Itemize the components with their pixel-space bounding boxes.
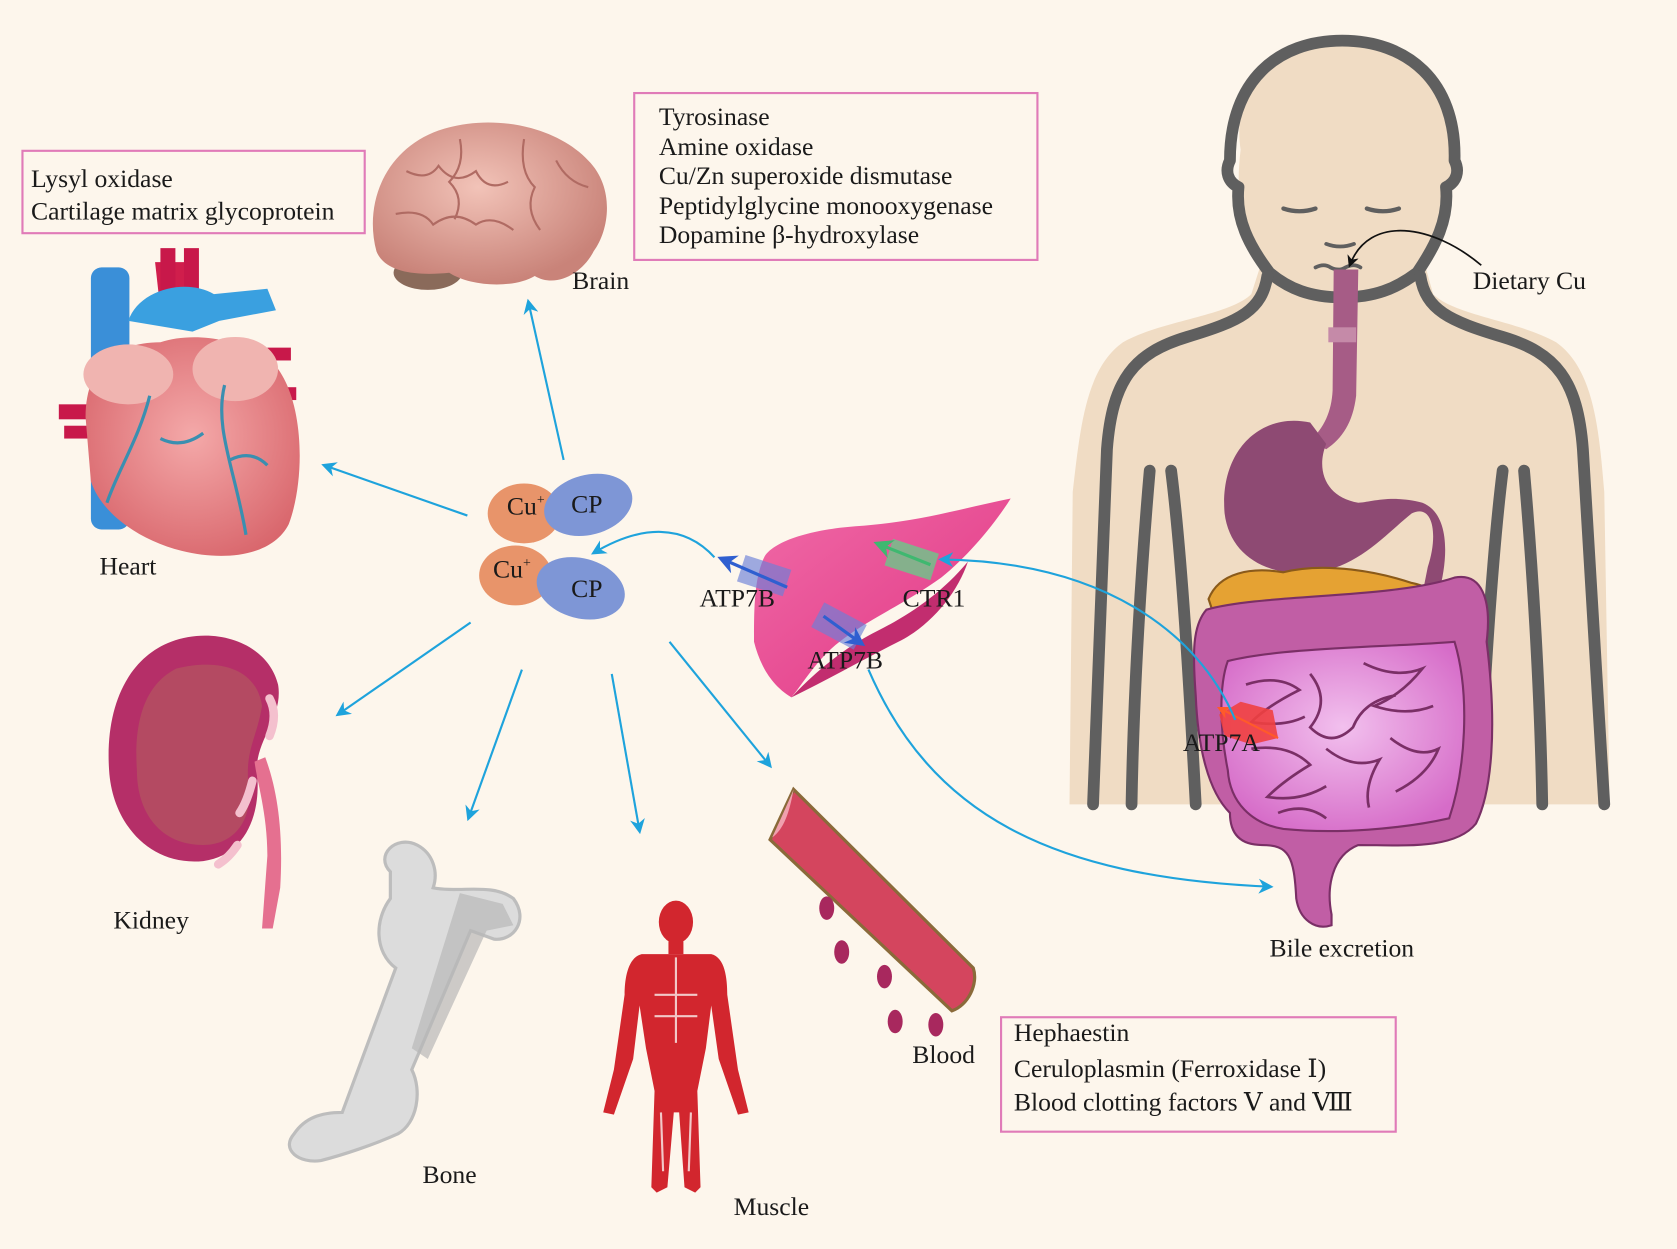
cu-charge-1: + xyxy=(537,493,545,508)
atp7a-label: ATP7A xyxy=(1183,728,1260,757)
cu-label-2: Cu xyxy=(493,555,523,584)
bone-label: Bone xyxy=(422,1160,476,1189)
brain-enzymes-box: Tyrosinase Amine oxidase Cu/Zn superoxid… xyxy=(633,91,1039,261)
muscle-label: Muscle xyxy=(734,1192,810,1221)
stomach-illustration xyxy=(1224,269,1446,594)
ctr1-transporter xyxy=(873,538,939,581)
brain-enzyme-item: Tyrosinase xyxy=(659,102,770,131)
blood-enzyme-item: Hephaestin xyxy=(1014,1018,1130,1047)
svg-text:Cu+: Cu+ xyxy=(507,491,545,520)
cp-label-2: CP xyxy=(571,574,602,603)
kidney-illustration xyxy=(108,635,282,929)
arrow-intestine-to-liver xyxy=(938,552,1237,721)
atp7a-transporter xyxy=(1216,701,1279,745)
liver-illustration xyxy=(754,498,1011,698)
atp7b-lower-label: ATP7B xyxy=(807,646,883,675)
cu-charge-2: + xyxy=(523,556,531,571)
brain-enzyme-item: Amine oxidase xyxy=(659,132,814,161)
arrow-to-heart xyxy=(321,462,468,517)
blood-vessel-illustration xyxy=(768,786,977,1037)
svg-text:Cu+: Cu+ xyxy=(493,555,531,584)
brain-label: Brain xyxy=(572,266,629,295)
arrow-to-brain xyxy=(523,298,565,461)
atp7b-lower-transporter xyxy=(811,602,867,650)
heart-illustration xyxy=(58,248,300,556)
kidney-label: Kidney xyxy=(113,905,189,934)
arrow-liver-to-complex xyxy=(591,530,716,559)
arrow-dietary-cu xyxy=(1347,229,1482,268)
complex-labels: Cu+ CP Cu+ CP xyxy=(493,489,602,603)
brain-enzyme-item: Peptidylglycine monooxygenase xyxy=(659,191,993,220)
arrow-to-bone xyxy=(465,669,523,822)
intestines-illustration xyxy=(1192,566,1494,928)
bile-excretion-label: Bile excretion xyxy=(1270,933,1415,962)
cu-ceruloplasmin-complex xyxy=(479,473,633,620)
distribution-arrows xyxy=(321,229,1482,894)
blood-label: Blood xyxy=(912,1040,975,1069)
arrow-to-muscle xyxy=(610,673,645,835)
dietary-cu-label: Dietary Cu xyxy=(1473,266,1586,295)
arrow-to-blood xyxy=(668,641,772,769)
cu-label-1: Cu xyxy=(507,491,537,520)
heart-enzyme-item: Cartilage matrix glycoprotein xyxy=(31,196,335,225)
brain-enzyme-item: Dopamine β-hydroxylase xyxy=(659,220,919,249)
ctr1-label: CTR1 xyxy=(903,583,966,612)
blood-enzyme-item: Blood clotting factors Ⅴ and Ⅷ xyxy=(1014,1087,1353,1116)
arrow-bile-excretion xyxy=(867,669,1274,894)
brain-illustration xyxy=(372,122,607,290)
bone-illustration xyxy=(287,840,522,1163)
atp7b-upper-transporter xyxy=(717,554,792,597)
atp7b-upper-label: ATP7B xyxy=(699,583,775,612)
blood-enzyme-item: Ceruloplasmin (Ferroxidase Ⅰ) xyxy=(1014,1054,1326,1083)
arrow-to-kidney xyxy=(335,621,472,717)
brain-enzyme-item: Cu/Zn superoxide dismutase xyxy=(659,161,953,190)
muscle-illustration xyxy=(603,900,749,1193)
cp-label-1: CP xyxy=(571,489,602,518)
heart-enzymes-box: Lysyl oxidase Cartilage matrix glycoprot… xyxy=(21,149,366,235)
heart-enzyme-item: Lysyl oxidase xyxy=(31,164,173,193)
heart-label: Heart xyxy=(99,551,156,580)
blood-enzymes-box: Hephaestin Ceruloplasmin (Ferroxidase Ⅰ)… xyxy=(999,1016,1397,1133)
